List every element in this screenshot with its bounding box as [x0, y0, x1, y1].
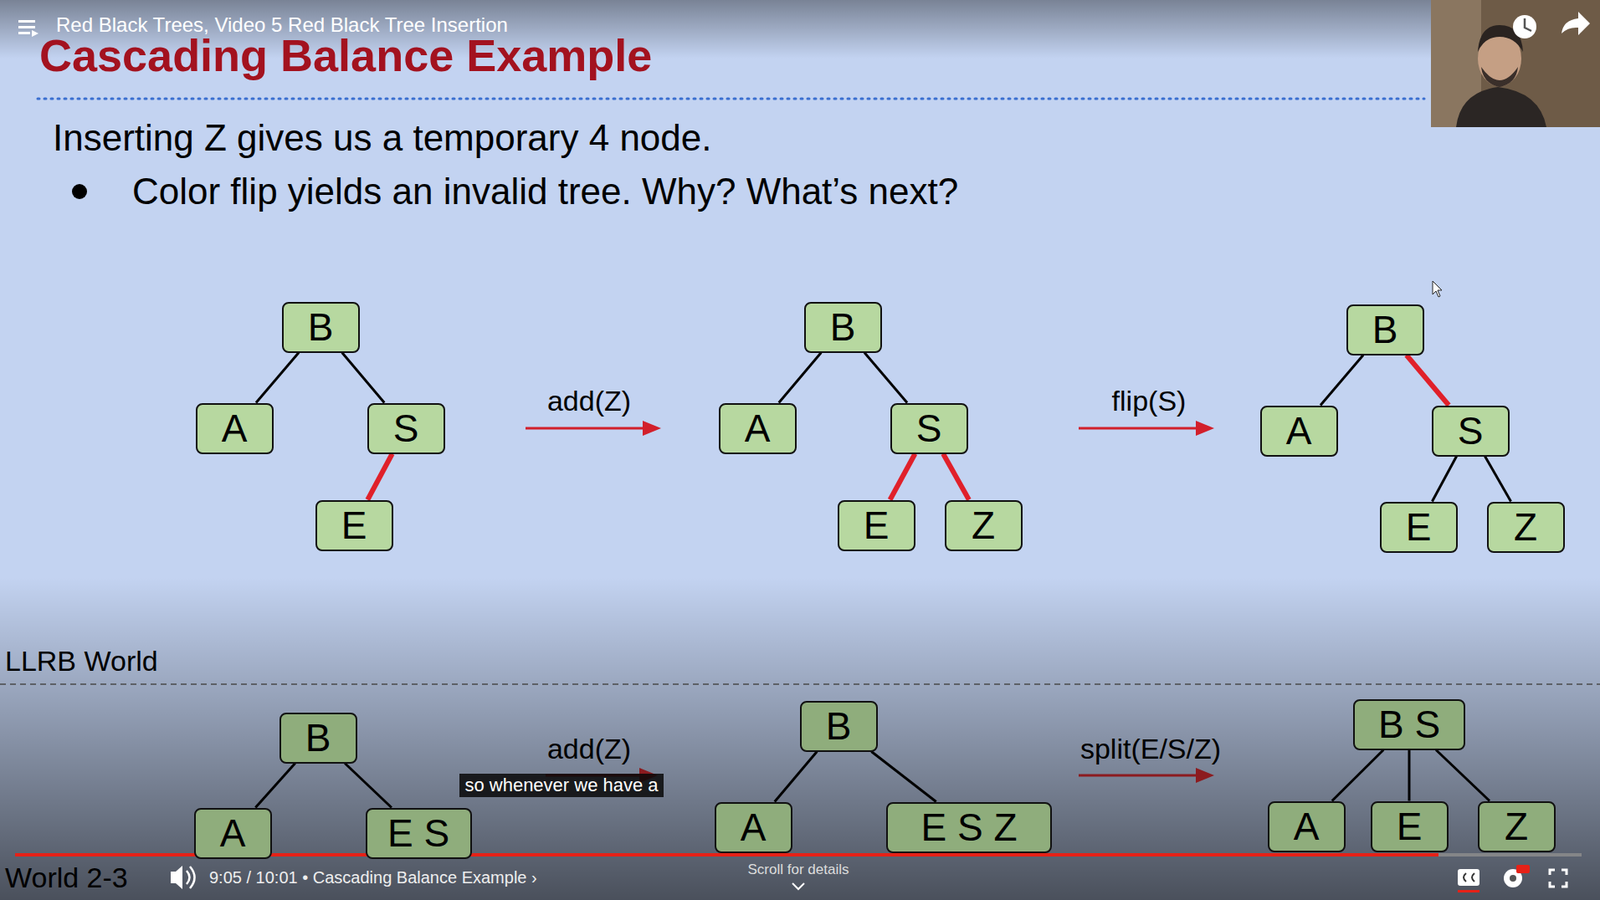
- node-key: B: [830, 307, 857, 347]
- tree-node: E: [1379, 502, 1458, 554]
- tree-node: A: [194, 808, 272, 860]
- operation-arrows: [525, 420, 1215, 784]
- node-key: E: [1396, 807, 1423, 847]
- red-link: [943, 454, 970, 501]
- player-icons: [170, 865, 1567, 893]
- red-link: [890, 454, 916, 501]
- tree-node: A: [714, 802, 793, 854]
- playlist-icon: [18, 20, 39, 37]
- tree-node: B: [279, 712, 358, 765]
- black-link: [864, 353, 908, 404]
- node-key: S: [1457, 411, 1484, 451]
- node-key: B: [1372, 310, 1399, 349]
- tree-node: Z: [944, 500, 1023, 552]
- tree-node: B: [800, 701, 878, 753]
- node-key: B: [305, 718, 332, 758]
- black-link: [1435, 750, 1490, 802]
- node-key: S: [916, 409, 943, 448]
- node-key: Z: [1513, 507, 1538, 547]
- tree-node: A: [1260, 405, 1339, 457]
- node-key: A: [740, 808, 767, 847]
- node-key: B S: [1378, 705, 1441, 744]
- tree-node: E: [315, 500, 394, 552]
- node-key: B: [825, 707, 852, 746]
- tree-node: S: [1431, 405, 1510, 457]
- node-key: B: [307, 307, 334, 347]
- black-link: [342, 353, 385, 404]
- node-key: S: [393, 409, 420, 448]
- video-title: Red Black Trees, Video 5 Red Black Tree …: [56, 13, 508, 38]
- bottom-shade: [0, 577, 1600, 900]
- black-link: [779, 353, 822, 404]
- mouse-cursor: [1432, 281, 1442, 298]
- tree-node: A: [718, 403, 797, 455]
- black-link: [1332, 750, 1385, 802]
- scroll-hint: Scroll for details: [748, 861, 850, 879]
- tree-node: A: [195, 403, 274, 455]
- black-link: [1485, 456, 1512, 503]
- tree-node: Z: [1477, 801, 1556, 853]
- node-key: E: [863, 506, 890, 545]
- tree-node: E S: [365, 808, 472, 860]
- tree-node: Z: [1487, 502, 1565, 554]
- tree-node: A: [1267, 801, 1346, 853]
- slide-heading: Cascading Balance Example: [39, 28, 652, 83]
- node-key: Z: [971, 506, 995, 545]
- section-divider: [0, 683, 1600, 686]
- dotted-rule: [37, 97, 1425, 101]
- tree-node: E: [837, 500, 916, 552]
- tree-node: B S: [1353, 699, 1466, 751]
- red-link: [1406, 355, 1450, 406]
- tree-node: S: [367, 403, 446, 455]
- bullet-text: Color flip yields an invalid tree. Why? …: [132, 169, 959, 215]
- tree-node: B: [1346, 304, 1425, 356]
- node-key: A: [744, 409, 771, 448]
- section-label: LLRB World: [5, 644, 159, 679]
- bullet-dot: [71, 184, 88, 200]
- node-key: E S: [387, 814, 450, 853]
- node-key: A: [220, 814, 247, 853]
- black-link: [1431, 456, 1457, 503]
- node-key: E: [341, 506, 368, 545]
- black-link: [256, 353, 299, 404]
- black-link: [344, 764, 392, 809]
- slide-text: Inserting Z gives us a temporary 4 node.: [52, 116, 713, 161]
- section-label: World 2-3: [5, 861, 129, 896]
- node-key: A: [1293, 807, 1320, 847]
- red-link: [367, 454, 392, 501]
- tree-node: E: [1370, 801, 1449, 853]
- tree-node: S: [890, 403, 969, 455]
- operation-label: add(Z): [547, 384, 631, 419]
- node-key: A: [1286, 411, 1313, 451]
- black-link: [871, 752, 936, 803]
- node-key: E: [1405, 507, 1432, 547]
- black-link: [255, 764, 295, 809]
- black-link: [1408, 750, 1411, 802]
- tree-node: B: [804, 302, 883, 354]
- webcam-overlay: [1430, 0, 1600, 128]
- black-link: [1320, 355, 1364, 406]
- tree-node: E S Z: [886, 802, 1052, 854]
- black-link: [774, 752, 818, 803]
- operation-label: add(Z): [547, 732, 631, 767]
- node-key: Z: [1504, 807, 1529, 847]
- node-key: E S Z: [920, 808, 1017, 847]
- operation-label: split(E/S/Z): [1080, 732, 1221, 767]
- operation-label: flip(S): [1112, 384, 1187, 419]
- tree-node: B: [282, 302, 360, 354]
- subtitle-caption: so whenever we have a: [459, 774, 663, 798]
- node-key: A: [221, 409, 248, 448]
- time-display: 9:05 / 10:01 • Cascading Balance Example…: [209, 867, 538, 888]
